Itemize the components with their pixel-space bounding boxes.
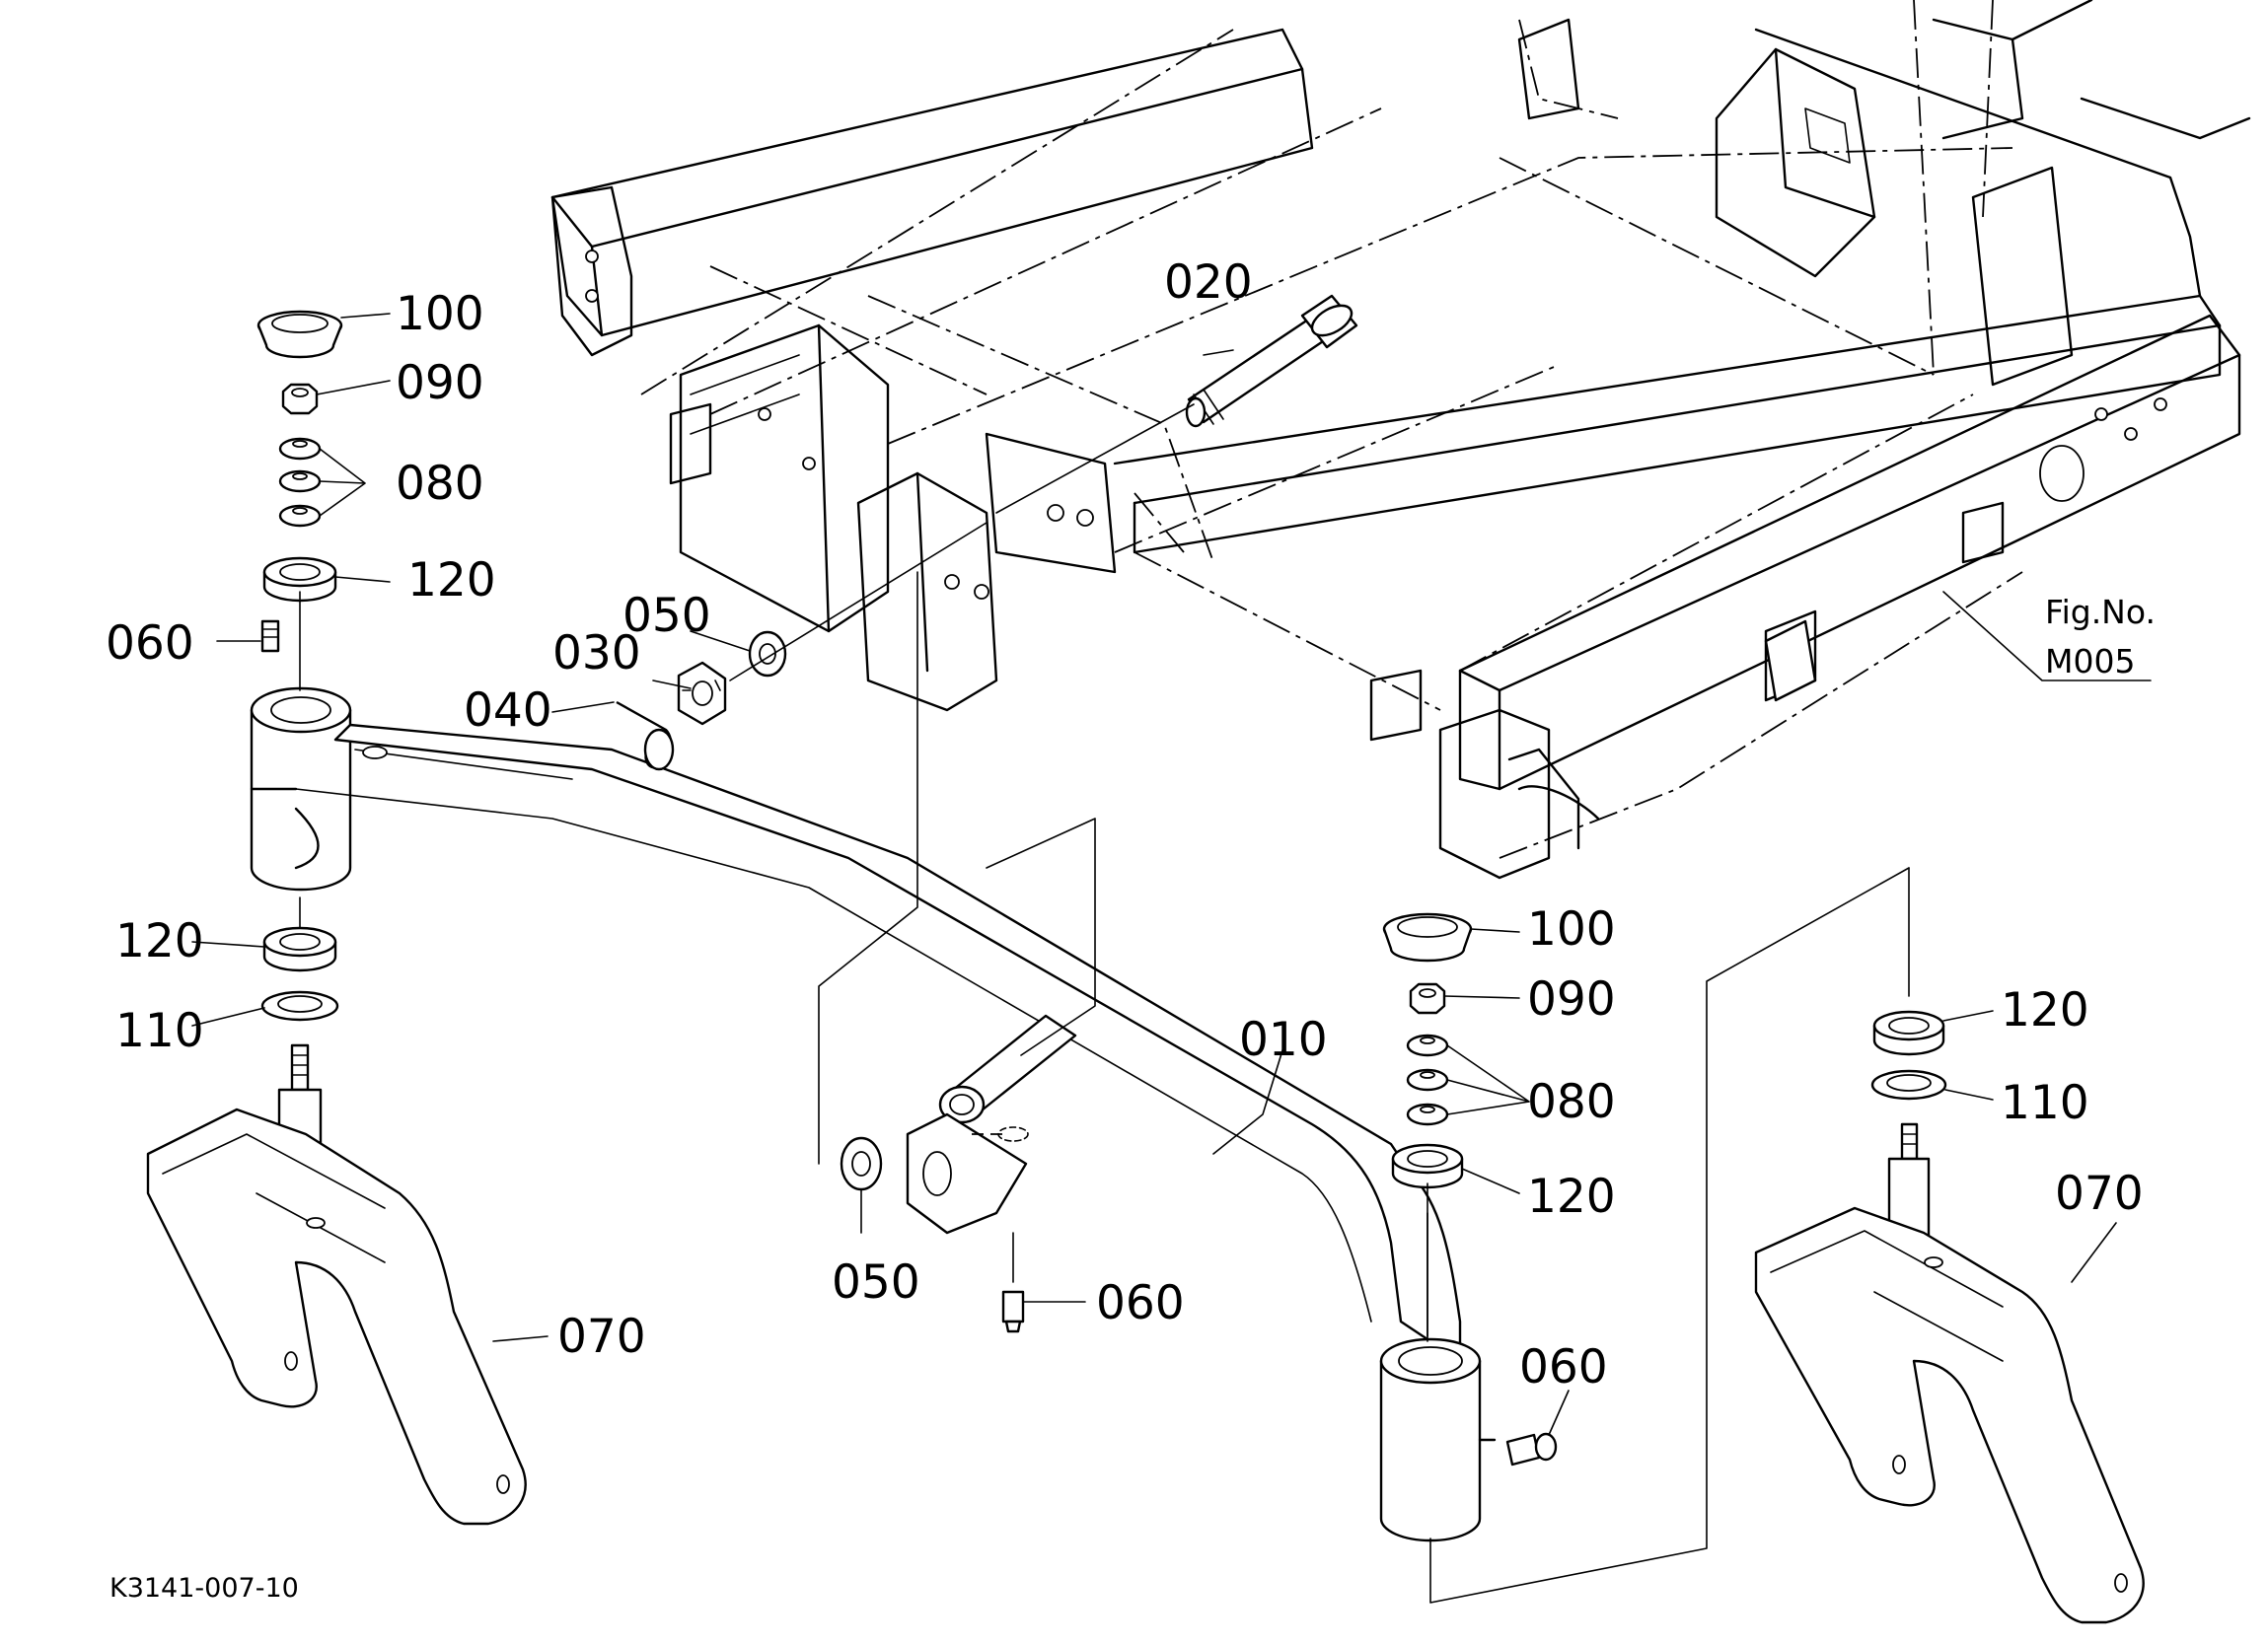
far-right-caster-stack xyxy=(1870,867,1947,1258)
callout-120-far-right: 120 xyxy=(2001,983,2089,1038)
leader-lines xyxy=(191,313,2117,1436)
callout-040: 040 xyxy=(464,683,552,738)
callout-090-left: 090 xyxy=(396,356,484,410)
callout-060-right: 060 xyxy=(1519,1340,1608,1395)
front-axle-010 xyxy=(250,686,1497,1542)
callout-050-lower: 050 xyxy=(832,1255,920,1310)
callout-060-left: 060 xyxy=(106,616,194,671)
callout-070-left: 070 xyxy=(557,1310,646,1364)
callout-110-left: 110 xyxy=(115,1004,204,1058)
callout-080-left: 080 xyxy=(396,457,484,511)
fig-no-value: M005 xyxy=(2045,642,2135,680)
figure-reference: Fig.No. M005 K3141-007-10 xyxy=(110,593,2156,1604)
center-pin-020 xyxy=(1185,294,1358,428)
callout-120-right: 120 xyxy=(1527,1170,1616,1224)
drawing-code: K3141-007-10 xyxy=(110,1573,299,1604)
callout-labels: 020 100 090 080 120 060 050 030 040 120 … xyxy=(106,255,2144,1395)
right-caster-fork xyxy=(1754,1206,2145,1624)
callout-110-far-right: 110 xyxy=(2001,1076,2089,1130)
callout-020: 020 xyxy=(1164,255,1253,310)
callout-050-upper: 050 xyxy=(622,589,711,643)
callout-100-right: 100 xyxy=(1527,902,1616,957)
callout-120-top-left: 120 xyxy=(407,553,496,608)
callout-120-lower-left: 120 xyxy=(115,914,204,968)
right-caster-stack xyxy=(1382,912,1558,1467)
left-caster-fork xyxy=(146,1108,527,1526)
callout-080-right: 080 xyxy=(1527,1075,1616,1129)
fig-no-label: Fig.No. xyxy=(2045,593,2156,631)
callout-010: 010 xyxy=(1239,1013,1328,1067)
callout-070-right: 070 xyxy=(2055,1167,2144,1221)
callout-060-center: 060 xyxy=(1096,1276,1185,1330)
callout-100-left: 100 xyxy=(396,287,484,341)
assembly-lines xyxy=(729,403,1910,1604)
callout-090-right: 090 xyxy=(1527,972,1616,1027)
pivot-hardware xyxy=(616,630,1025,1333)
callout-030: 030 xyxy=(552,626,641,680)
main-frame xyxy=(550,0,2251,880)
